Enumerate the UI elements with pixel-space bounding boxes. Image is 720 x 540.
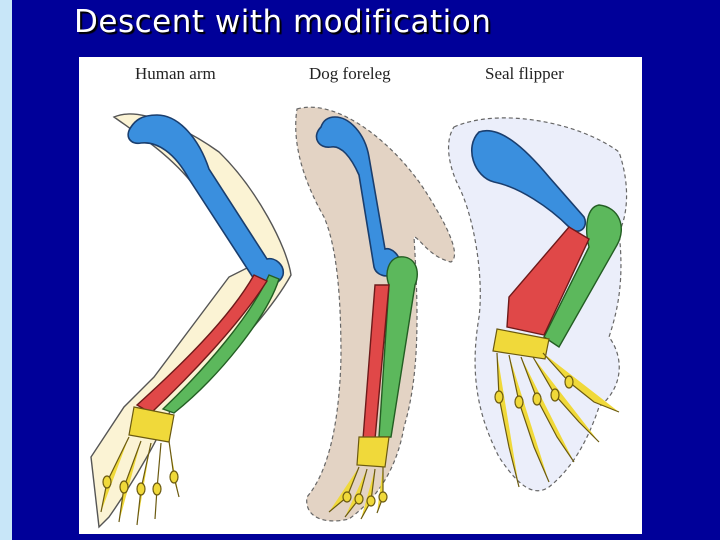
human-hand-bones (100, 406, 180, 526)
limb-skeletons (90, 106, 628, 529)
seal-ulna (543, 204, 622, 348)
label-dog-foreleg: Dog foreleg (309, 64, 391, 83)
label-human-arm: Human arm (135, 64, 216, 83)
human-humerus (127, 114, 285, 287)
seal-flipper-bones (492, 328, 620, 488)
slide-title: Descent with modification (74, 4, 492, 40)
homology-figure: Human arm Dog foreleg Seal flipper (79, 57, 642, 534)
human-arm (90, 113, 292, 529)
left-accent-stripe (0, 0, 12, 540)
human-radius (135, 274, 269, 414)
dog-foreleg (295, 106, 456, 522)
seal-radius (506, 226, 590, 336)
label-seal-flipper: Seal flipper (485, 64, 564, 83)
dog-paw-bones (328, 436, 390, 520)
seal-flipper (448, 117, 628, 492)
human-ulna (161, 274, 280, 414)
